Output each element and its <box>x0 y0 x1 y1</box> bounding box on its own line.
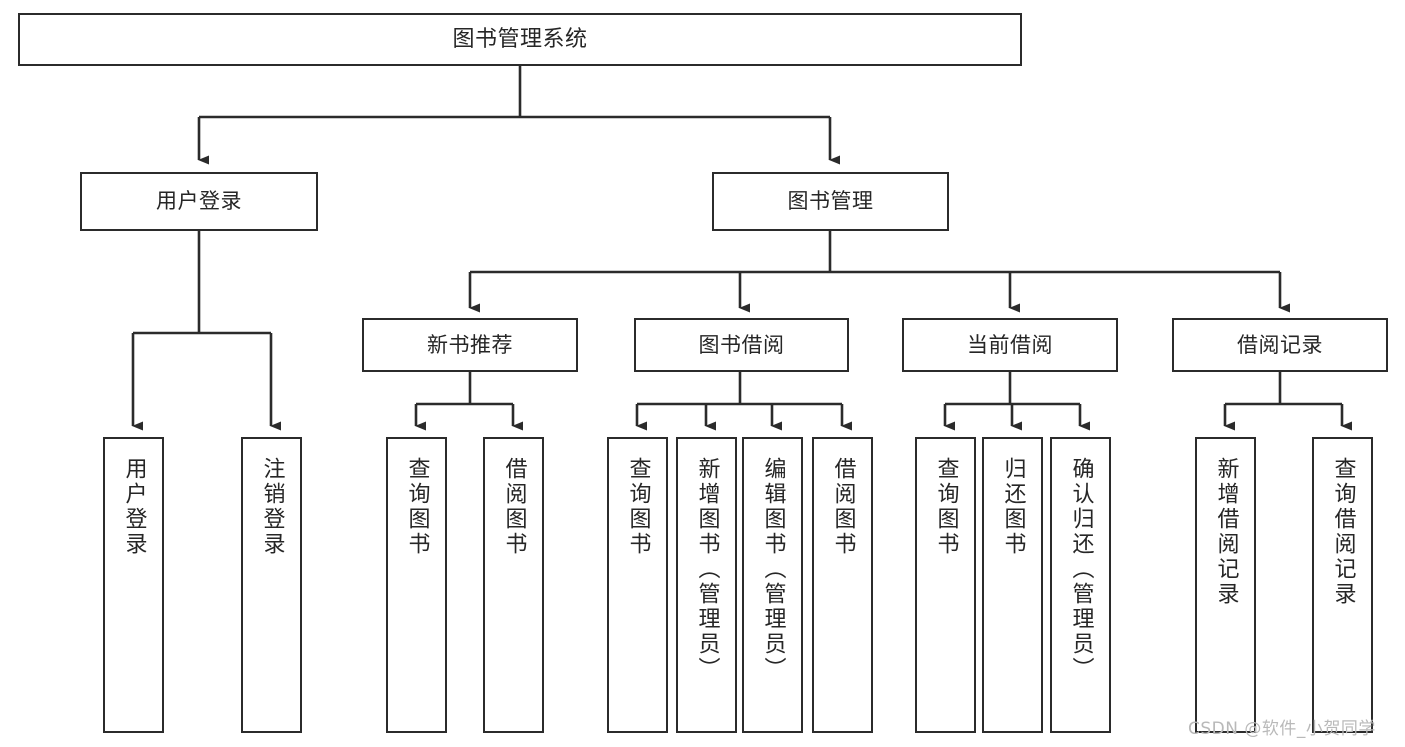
node-leaf-add-book-admin[interactable]: 新增图书（管理员） <box>676 437 737 733</box>
node-label: 借阅记录 <box>1237 332 1323 357</box>
node-label: 新书推荐 <box>427 332 513 357</box>
node-label: 图书管理 <box>787 189 874 214</box>
node-label: 图书管理系统 <box>452 26 588 52</box>
node-leaf-logout[interactable]: 注销登录 <box>241 437 302 733</box>
node-leaf-borrow-book-recommend[interactable]: 借阅图书 <box>483 437 544 733</box>
node-label: 用户登录 <box>156 189 242 214</box>
node-label: 注销登录 <box>259 457 285 557</box>
node-label: 新增借阅记录 <box>1213 457 1239 607</box>
node-borrow-record[interactable]: 借阅记录 <box>1172 318 1388 372</box>
node-root-book-management-system[interactable]: 图书管理系统 <box>18 13 1022 66</box>
node-leaf-add-borrow-record[interactable]: 新增借阅记录 <box>1195 437 1256 733</box>
node-leaf-query-book[interactable]: 查询图书 <box>607 437 668 733</box>
node-leaf-return-book[interactable]: 归还图书 <box>982 437 1043 733</box>
watermark: CSDN @软件_小贺同学 <box>1188 719 1376 739</box>
node-leaf-query-borrow-record[interactable]: 查询借阅记录 <box>1312 437 1373 733</box>
node-new-book-recommend[interactable]: 新书推荐 <box>362 318 578 372</box>
node-label: 新增图书（管理员） <box>694 457 720 682</box>
node-label: 当前借阅 <box>967 332 1053 357</box>
node-label: 图书借阅 <box>698 332 785 357</box>
node-label: 借阅图书 <box>501 457 527 557</box>
node-label: 用户登录 <box>121 457 147 557</box>
node-book-borrow[interactable]: 图书借阅 <box>634 318 849 372</box>
node-label: 借阅图书 <box>830 457 856 557</box>
node-label: 查询图书 <box>404 457 430 557</box>
node-label: 编辑图书（管理员） <box>760 457 786 682</box>
node-leaf-user-login[interactable]: 用户登录 <box>103 437 164 733</box>
node-leaf-edit-book-admin[interactable]: 编辑图书（管理员） <box>742 437 803 733</box>
node-label: 确认归还（管理员） <box>1068 457 1094 682</box>
node-leaf-confirm-return-admin[interactable]: 确认归还（管理员） <box>1050 437 1111 733</box>
node-label: 查询借阅记录 <box>1330 457 1356 607</box>
node-label: 查询图书 <box>933 457 959 557</box>
node-label: 查询图书 <box>625 457 651 557</box>
node-current-borrow[interactable]: 当前借阅 <box>902 318 1118 372</box>
node-user-login[interactable]: 用户登录 <box>80 172 318 231</box>
node-leaf-borrow-book[interactable]: 借阅图书 <box>812 437 873 733</box>
node-label: 归还图书 <box>1000 457 1026 557</box>
node-leaf-query-book-current[interactable]: 查询图书 <box>915 437 976 733</box>
node-book-management[interactable]: 图书管理 <box>712 172 949 231</box>
node-leaf-query-book-recommend[interactable]: 查询图书 <box>386 437 447 733</box>
